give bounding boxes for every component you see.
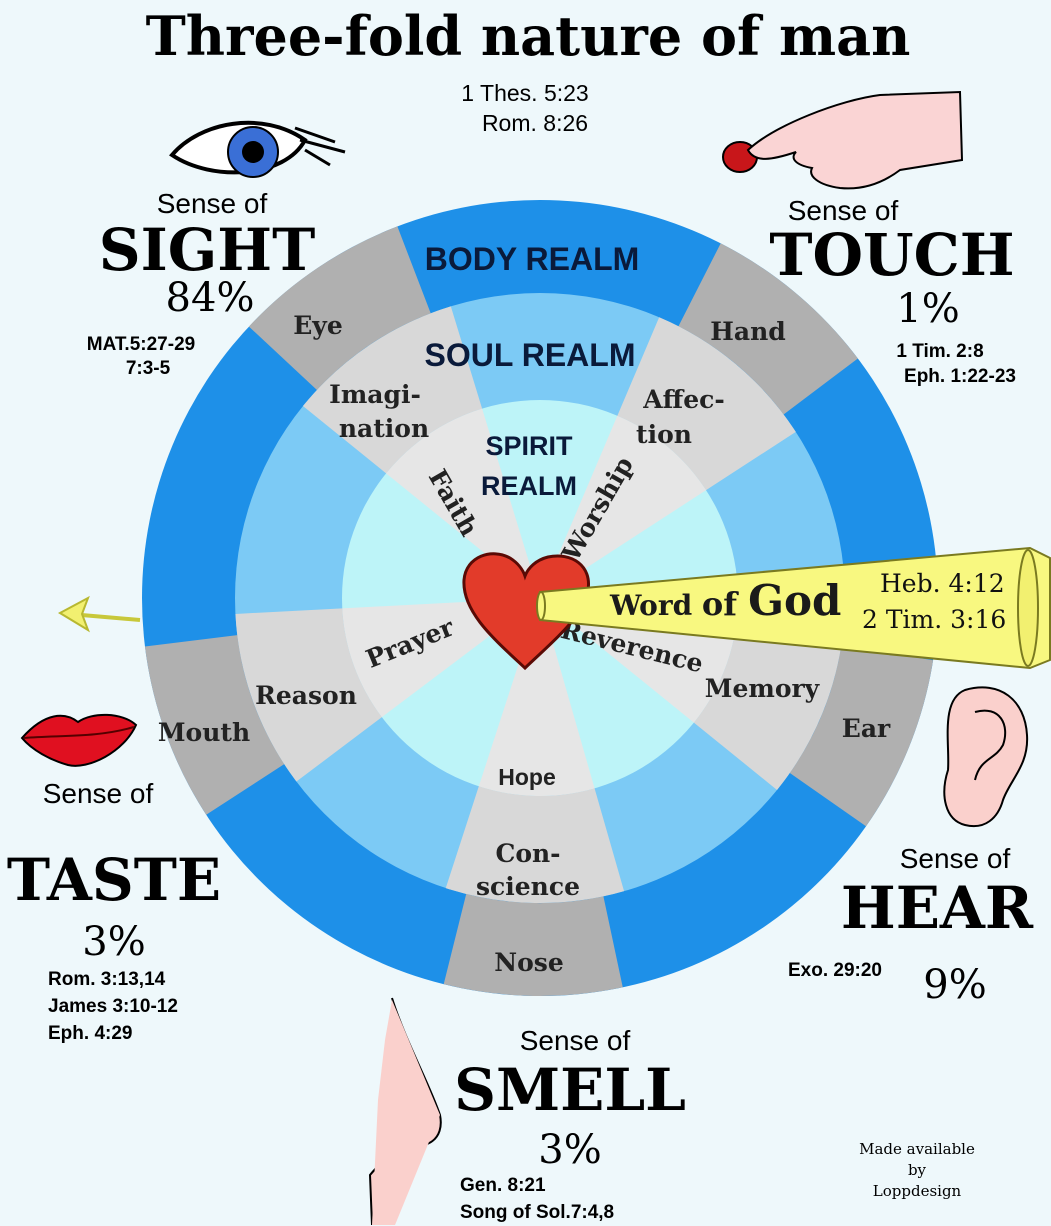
wedge-sense-hand bbox=[678, 243, 858, 415]
sense-prefix: Sense of bbox=[788, 195, 899, 226]
wedge-soul-mouth bbox=[235, 608, 382, 782]
wedge-spirit-eye bbox=[386, 408, 540, 598]
nose-icon bbox=[368, 997, 442, 1226]
sense-name-sight: SIGHT bbox=[99, 216, 316, 284]
sense-percent-hear: 9% bbox=[923, 962, 986, 1008]
segment-label-nose: Nose bbox=[494, 948, 564, 977]
segment-label-hope: Hope bbox=[498, 764, 556, 790]
segment-label-reason: Reason bbox=[255, 681, 357, 710]
sense-ref: Gen. 8:21 bbox=[460, 1175, 546, 1196]
credit-line: Made available bbox=[859, 1140, 975, 1158]
soul-realm-label: SOUL REALM bbox=[425, 337, 636, 373]
word-of-god-label: Word of God bbox=[609, 576, 841, 625]
sense-ref: Eph. 1:22-23 bbox=[904, 366, 1016, 387]
sense-percent-sight: 84% bbox=[166, 275, 255, 321]
arrow-tail bbox=[57, 595, 141, 633]
sense-prefix: Sense of bbox=[157, 188, 268, 219]
sense-ref: Song of Sol.7:4,8 bbox=[460, 1202, 614, 1223]
sense-name-smell: SMELL bbox=[454, 1056, 686, 1124]
segment-label-mouth: Mouth bbox=[158, 718, 250, 747]
credit-line: by bbox=[908, 1161, 927, 1179]
wedge-sense-eye bbox=[248, 226, 431, 390]
segment-label-hand: Hand bbox=[710, 317, 785, 346]
word-of-god-arrow: Word of God Heb. 4:12 2 Tim. 3:16 bbox=[536, 546, 1051, 670]
segment-label-conscience: science bbox=[476, 872, 580, 901]
sense-prefix: Sense of bbox=[520, 1025, 631, 1056]
wedge-spirit-hand bbox=[540, 415, 707, 598]
page-title: Three-fold nature of man bbox=[146, 4, 911, 68]
segment-label-eye: Eye bbox=[293, 311, 343, 340]
wedge-soul-hand bbox=[617, 317, 796, 491]
body-realm-label: BODY REALM bbox=[425, 241, 640, 277]
sense-name-hear: HEAR bbox=[841, 874, 1034, 942]
header-ref: Rom. 8:26 bbox=[482, 110, 588, 136]
segment-label-affection: tion bbox=[636, 420, 692, 449]
sense-ref: MAT.5:27-29 bbox=[87, 334, 195, 355]
eye-icon bbox=[169, 120, 346, 178]
wedge-sense-nose bbox=[443, 893, 623, 996]
wedge-soul-eye bbox=[302, 306, 483, 474]
finger-touch-icon bbox=[722, 90, 964, 190]
segment-label-ear: Ear bbox=[842, 714, 891, 743]
sense-ref: Rom. 3:13,14 bbox=[48, 969, 166, 990]
segment-label-conscience: Con- bbox=[495, 839, 560, 868]
credit-line: Loppdesign bbox=[873, 1182, 962, 1200]
spirit-realm-label: SPIRIT bbox=[485, 431, 573, 461]
segment-label-imagination: Imagi- bbox=[329, 380, 421, 409]
wedge-soul-nose bbox=[445, 786, 625, 903]
ear-icon bbox=[943, 686, 1029, 828]
sense-percent-touch: 1% bbox=[896, 286, 959, 332]
sense-ref: 1 Tim. 2:8 bbox=[896, 341, 983, 362]
sense-percent-smell: 3% bbox=[538, 1127, 601, 1173]
sense-name-touch: TOUCH bbox=[769, 221, 1014, 289]
sense-ref: Eph. 4:29 bbox=[48, 1023, 132, 1044]
arrow-ref: Heb. 4:12 bbox=[880, 569, 1005, 598]
segment-label-imagination: nation bbox=[339, 414, 429, 443]
wedge-sense-mouth bbox=[144, 635, 285, 815]
wedge-soul-ear bbox=[693, 615, 844, 790]
sense-percent-taste: 3% bbox=[82, 919, 145, 965]
sense-ref: James 3:10-12 bbox=[48, 996, 178, 1017]
sense-ref: Exo. 29:20 bbox=[788, 960, 882, 981]
wedge-sense-ear bbox=[789, 645, 934, 827]
segment-label-affection: Affec- bbox=[642, 385, 724, 414]
lips-icon bbox=[20, 713, 138, 767]
sense-prefix: Sense of bbox=[900, 843, 1011, 874]
sense-ref: 7:3-5 bbox=[126, 358, 171, 379]
sense-name-taste: TASTE bbox=[7, 846, 221, 914]
wedge-spirit-nose bbox=[478, 598, 595, 796]
arrow-ref: 2 Tim. 3:16 bbox=[862, 605, 1006, 634]
sense-prefix: Sense of bbox=[43, 778, 154, 809]
header-ref: 1 Thes. 5:23 bbox=[461, 80, 588, 106]
spirit-realm-label: REALM bbox=[481, 471, 577, 501]
segment-label-memory: Memory bbox=[705, 674, 821, 703]
